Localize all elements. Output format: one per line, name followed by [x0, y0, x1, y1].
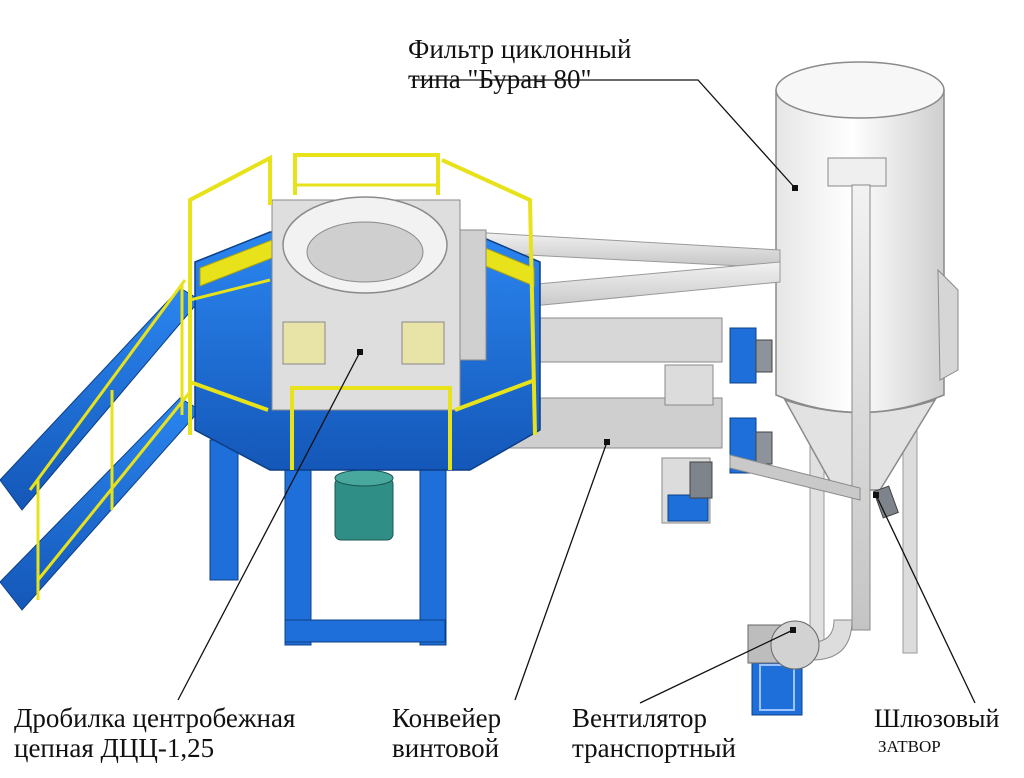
label-rotary-valve: Шлюзовый затвор [874, 704, 999, 756]
leader-crusher [177, 351, 361, 701]
label-crusher-line1: Дробилка центробежная [14, 703, 296, 733]
crusher-platform [0, 153, 541, 646]
label-fan-line2: транспортный [572, 733, 736, 764]
connecting-pipes [469, 231, 781, 313]
label-crusher-line2: цепная ДЦЦ-1,25 [14, 733, 215, 764]
leader-dots [357, 185, 879, 633]
label-cyclone-filter-line2: типа "Буран 80" [408, 64, 592, 95]
leader-conveyor [514, 441, 608, 701]
label-conveyor-line2: винтовой [392, 733, 500, 764]
label-valve-line2: затвор [878, 737, 941, 757]
leader-fan [639, 629, 794, 704]
label-screw-conveyor: Конвейер винтовой [392, 703, 501, 763]
cyclone-filter [775, 61, 959, 661]
leader-valve [875, 494, 976, 704]
label-fan-line1: Вентилятор [572, 703, 708, 733]
label-valve-line1: Шлюзовый [874, 704, 1000, 733]
label-centrifugal-crusher: Дробилка центробежная цепная ДЦЦ-1,25 [14, 703, 295, 763]
leader-filter [412, 79, 796, 189]
leader-lines [177, 79, 976, 704]
label-conveyor-line1: Конвейер [392, 703, 502, 733]
transport-fan [747, 620, 820, 716]
label-cyclone-filter-line1: Фильтр циклонный [408, 34, 632, 64]
label-transport-fan: Вентилятор транспортный [572, 703, 736, 763]
label-cyclone-filter: Фильтр циклонный типа "Буран 80" [408, 34, 631, 94]
